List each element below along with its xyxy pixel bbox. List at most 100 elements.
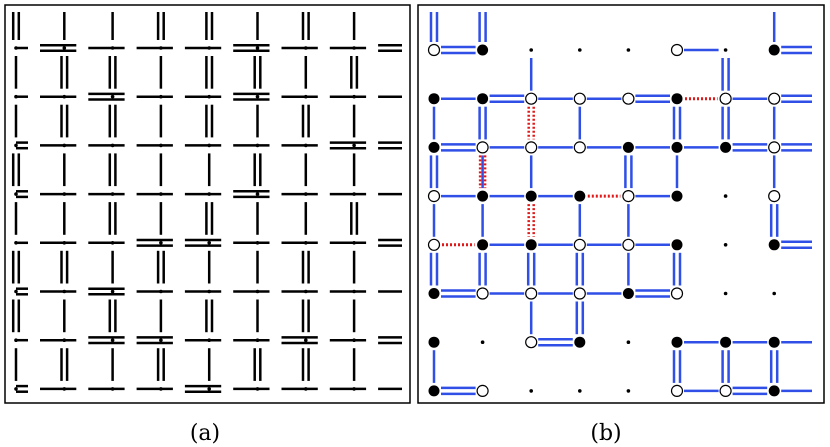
site-empty [626, 340, 631, 345]
lattice-site [62, 143, 67, 148]
site-open [476, 384, 489, 397]
site-filled [477, 239, 489, 251]
site-filled [671, 190, 683, 202]
lattice-site [352, 143, 356, 148]
lattice-site [255, 192, 260, 196]
lattice-site [159, 192, 163, 196]
lattice-site [255, 46, 260, 50]
lattice-site [352, 387, 356, 391]
site-open [573, 287, 586, 300]
site-filled [768, 336, 780, 348]
lattice-site [159, 46, 163, 50]
site-filled [574, 336, 586, 348]
site-open [670, 287, 684, 300]
site-empty [723, 194, 728, 198]
site-filled [428, 336, 440, 348]
site-filled [622, 141, 634, 153]
site-open [719, 384, 732, 397]
site-filled [477, 44, 489, 56]
lattice-site [62, 387, 67, 391]
site-open [670, 43, 684, 57]
site-filled [525, 239, 537, 251]
panel-b-caption: (b) [590, 421, 621, 446]
site-empty [529, 48, 533, 52]
lattice-site [352, 289, 356, 294]
site-empty [578, 48, 582, 52]
site-empty [723, 243, 728, 247]
lattice-site [352, 338, 356, 343]
site-open [427, 238, 441, 251]
lattice-site [304, 289, 308, 294]
site-filled [428, 288, 440, 299]
lattice-site [62, 289, 67, 294]
panel-a-caption: (a) [190, 421, 220, 446]
lattice-site [207, 192, 211, 196]
panel-a-frame [4, 4, 411, 404]
lattice-site [255, 387, 260, 391]
lattice-site [207, 241, 211, 245]
lattice-site [62, 94, 67, 99]
site-filled [428, 93, 440, 105]
panel-b-frame [417, 4, 825, 404]
lattice-site [352, 46, 356, 50]
panel-a-lattice [11, 12, 402, 393]
lattice-site [14, 241, 18, 245]
site-open [670, 384, 684, 397]
site-filled [428, 141, 440, 153]
site-open [476, 141, 489, 154]
lattice-site [159, 241, 163, 245]
lattice-site [304, 338, 308, 343]
site-filled [622, 288, 634, 299]
site-open [768, 190, 781, 203]
site-open [573, 141, 586, 154]
lattice-site [110, 46, 115, 50]
site-open [525, 287, 538, 300]
site-empty [480, 340, 485, 345]
lattice-site [62, 241, 67, 245]
lattice-site [62, 192, 67, 196]
site-empty [772, 291, 776, 296]
lattice-site [255, 338, 260, 343]
site-filled [671, 141, 683, 153]
site-empty [626, 48, 631, 52]
site-filled [477, 190, 489, 202]
lattice-site [110, 192, 115, 196]
site-filled [671, 336, 683, 348]
site-empty [578, 389, 582, 393]
lattice-site [207, 289, 211, 294]
lattice-site [110, 143, 115, 148]
lattice-site [110, 94, 115, 99]
lattice-site [352, 94, 356, 99]
lattice-site [207, 338, 211, 343]
site-open [622, 92, 635, 105]
lattice-site [352, 192, 356, 196]
site-filled [720, 141, 732, 153]
site-open [622, 190, 635, 203]
lattice-site [14, 94, 18, 99]
site-open [427, 43, 441, 57]
lattice-site [304, 143, 308, 148]
lattice-site [255, 94, 260, 99]
site-filled [525, 190, 537, 202]
site-open [476, 287, 489, 300]
lattice-site [159, 338, 163, 343]
lattice-site [207, 94, 211, 99]
lattice-site [110, 338, 115, 343]
site-filled [768, 44, 780, 56]
lattice-site [352, 241, 356, 245]
lattice-site [207, 387, 211, 391]
lattice-site [159, 143, 163, 148]
site-empty [626, 389, 631, 393]
lattice-site [14, 387, 18, 391]
lattice-site [255, 241, 260, 245]
lattice-site [62, 46, 67, 50]
lattice-site [207, 46, 211, 50]
lattice-site [14, 143, 18, 148]
site-filled [768, 385, 780, 397]
lattice-site [159, 289, 163, 294]
lattice-site [304, 241, 308, 245]
lattice-site [304, 192, 308, 196]
site-filled [477, 93, 489, 105]
lattice-site [110, 387, 115, 391]
